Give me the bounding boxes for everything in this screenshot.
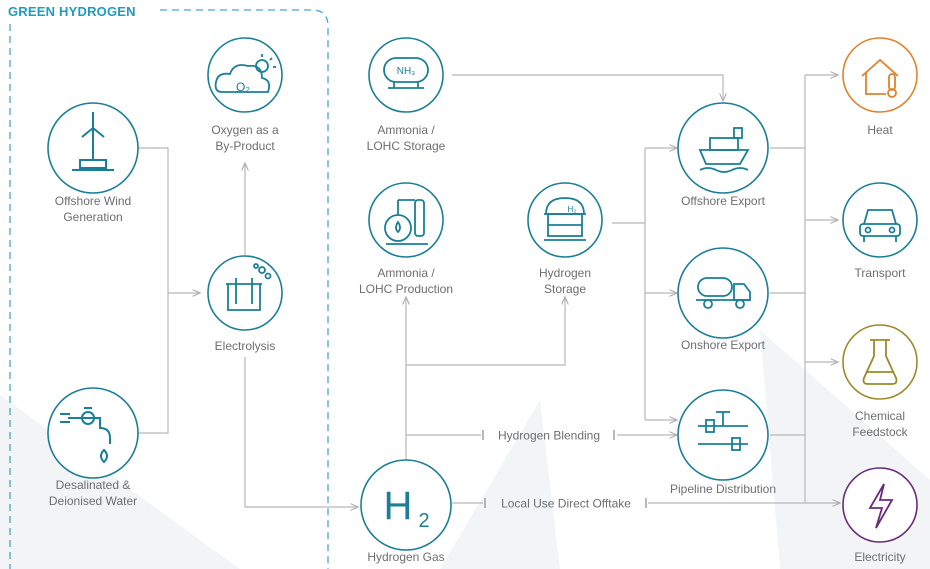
heat-label: Heat xyxy=(835,122,925,138)
pipeline-label: Pipeline Distribution xyxy=(653,481,793,497)
electricity-label-line1: Electricity xyxy=(854,550,906,564)
ammonia-glyph: NH₃ xyxy=(397,66,416,77)
electrolysis-label-line1: Electrolysis xyxy=(214,339,276,353)
transport-label-line1: Transport xyxy=(854,266,906,280)
offshore-wind-label: Offshore Wind Generation xyxy=(33,193,153,225)
oxygen-node: O₂ xyxy=(207,37,283,113)
ship-icon xyxy=(698,127,750,173)
pipeline-node xyxy=(677,389,769,481)
electricity-node xyxy=(842,467,918,543)
edge-label-ticks xyxy=(482,430,647,508)
ammonia-storage-label-line2: LOHC Storage xyxy=(366,139,446,153)
offshore-wind-label-line1: Offshore Wind xyxy=(54,194,132,208)
onshore-export-label: Onshore Export xyxy=(663,337,783,353)
ammonia-production-label: Ammonia / LOHC Production xyxy=(346,265,466,297)
hydrogen-storage-label-line1: Hydrogen xyxy=(538,266,592,280)
offshore-export-label-line1: Offshore Export xyxy=(681,194,765,208)
transport-node xyxy=(842,182,918,258)
electricity-label: Electricity xyxy=(835,549,925,565)
electrolysis-node xyxy=(207,255,283,331)
electrolysis-icon xyxy=(226,263,272,311)
offshore-export-label: Offshore Export xyxy=(663,193,783,209)
ammonia-production-node xyxy=(368,182,444,258)
chemical-label-line1: Chemical xyxy=(854,409,905,423)
ammonia-storage-label: Ammonia / LOHC Storage xyxy=(346,122,466,154)
chemical-label: Chemical Feedstock xyxy=(835,408,925,440)
flask-icon xyxy=(862,339,898,385)
ammonia-tank-icon xyxy=(383,57,429,89)
transport-label: Transport xyxy=(835,265,925,281)
house-thermometer-icon xyxy=(861,58,899,98)
hydrogen-tank-icon xyxy=(544,197,586,241)
water-label: Desalinated & Deionised Water xyxy=(33,477,153,509)
hydrogen-storage-label: Hydrogen Storage xyxy=(505,265,625,297)
chemical-label-line2: Feedstock xyxy=(852,425,908,439)
pipeline-icon xyxy=(698,411,748,451)
hydrogen-storage-glyph: H₂ xyxy=(568,205,577,214)
edge-label-hydrogen-blending: Hydrogen Blending xyxy=(498,429,600,443)
hydrogen-gas-label: Hydrogen Gas xyxy=(346,549,466,565)
background-shapes xyxy=(0,330,930,569)
water-label-line1: Desalinated & xyxy=(55,478,131,492)
heat-label-line1: Heat xyxy=(867,123,893,137)
electrolysis-label: Electrolysis xyxy=(185,338,305,354)
ammonia-production-label-line2: LOHC Production xyxy=(358,282,454,296)
car-icon xyxy=(859,209,901,242)
lightning-icon xyxy=(868,483,894,529)
wind-turbine-icon xyxy=(72,112,114,171)
offshore-wind-label-line2: Generation xyxy=(63,210,123,224)
oxygen-label: Oxygen as a By-Product xyxy=(185,122,305,154)
water-node xyxy=(47,387,139,479)
water-tap-icon xyxy=(60,407,111,464)
offshore-wind-node xyxy=(47,102,139,194)
edge-label-local-use: Local Use Direct Offtake xyxy=(501,497,631,511)
section-title: GREEN HYDROGEN xyxy=(8,4,136,19)
heat-node xyxy=(842,37,918,113)
water-label-line2: Deionised Water xyxy=(48,494,138,508)
ammonia-production-label-line1: Ammonia / xyxy=(377,266,435,280)
hydrogen-gas-node: H 2 xyxy=(360,459,452,551)
pipeline-label-line1: Pipeline Distribution xyxy=(669,482,777,496)
offshore-export-node xyxy=(677,102,769,194)
ammonia-storage-label-line1: Ammonia / xyxy=(377,123,435,137)
tanker-truck-icon xyxy=(696,277,751,309)
h2-glyph-sub: 2 xyxy=(418,510,429,532)
hydrogen-gas-label-line1: Hydrogen Gas xyxy=(367,550,445,564)
hydrogen-storage-label-line2: Storage xyxy=(543,282,587,296)
oxygen-cloud-icon xyxy=(214,54,276,93)
h2-glyph-main: H xyxy=(384,484,413,528)
onshore-export-label-line1: Onshore Export xyxy=(680,338,766,352)
ammonia-plant-icon xyxy=(384,199,428,245)
hydrogen-storage-node: H₂ xyxy=(527,182,603,258)
ammonia-storage-node: NH₃ xyxy=(368,37,444,113)
connector-lines xyxy=(138,75,840,507)
onshore-export-node xyxy=(677,247,769,339)
oxygen-glyph: O₂ xyxy=(236,80,250,94)
oxygen-label-line1: Oxygen as a xyxy=(211,123,279,137)
chemical-node xyxy=(842,324,918,400)
green-hydrogen-boundary xyxy=(9,9,329,569)
oxygen-label-line2: By-Product xyxy=(215,139,275,153)
